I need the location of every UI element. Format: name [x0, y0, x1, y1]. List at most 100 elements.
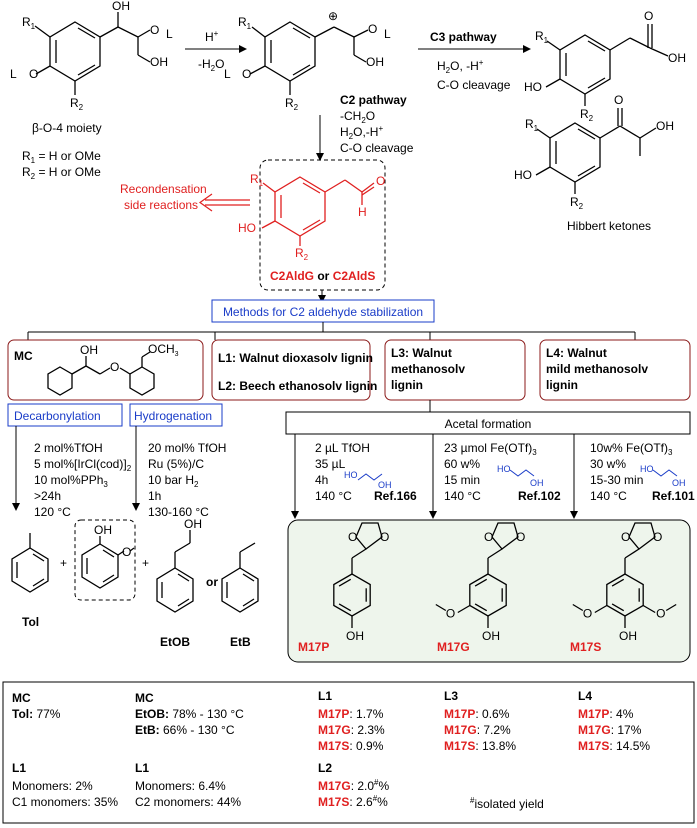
svg-text:L1: L1	[135, 761, 149, 775]
acetal-conditions-2: 23 µmol Fe(OTf)3 60 w% 15 min 140 °C Ref…	[444, 441, 561, 503]
condition-line: >24h	[34, 489, 61, 503]
condition-line: 20 mol% TfOH	[148, 441, 226, 455]
svg-text:EtB: 66% - 130 °C: EtB: 66% - 130 °C	[135, 723, 235, 737]
condition-line: 1h	[148, 489, 161, 503]
etob-label: EtOB	[160, 635, 190, 649]
condition-line: Ru (5%)/C	[148, 457, 204, 471]
svg-text:Monomers: 6.4%: Monomers: 6.4%	[135, 779, 226, 793]
l4-label-1: L4: Walnut	[546, 346, 607, 360]
ethylene-glycol-1	[357, 473, 383, 481]
svg-text:O: O	[583, 607, 592, 621]
svg-text:R2: R2	[285, 96, 299, 112]
hydrogenation-title: Hydrogenation	[134, 409, 212, 423]
o-label: O	[150, 23, 159, 37]
svg-text:OH: OH	[672, 478, 686, 488]
condition-line: 10 mol%PPh3	[34, 473, 108, 489]
hibbert-ketones-label: Hibbert ketones	[567, 219, 651, 233]
cation-symbol: ⊕	[328, 9, 338, 23]
svg-text:R1: R1	[535, 29, 549, 45]
svg-text:23 µmol Fe(OTf)3: 23 µmol Fe(OTf)3	[444, 441, 537, 457]
guaiacol-structure: OH O	[81, 523, 135, 589]
svg-text:R2: R2	[580, 107, 594, 123]
svg-text:HO: HO	[238, 221, 256, 235]
l-label-left: L	[10, 67, 17, 81]
r1-label: R1	[22, 15, 36, 31]
svg-text:OH: OH	[366, 55, 384, 69]
c3-pathway-title: C3 pathway	[430, 30, 497, 44]
results-mc-etob: MC EtOB: 78% - 130 °C EtB: 66% - 130 °C	[135, 691, 244, 737]
c2-pathway-title: C2 pathway	[340, 93, 407, 107]
m17g-label: M17G	[437, 640, 470, 654]
svg-text:O: O	[110, 360, 119, 374]
svg-text:OH: OH	[482, 629, 500, 643]
svg-text:L3: L3	[444, 689, 458, 703]
result-row: M17P: 4%	[578, 707, 634, 721]
mc-label: MC	[14, 349, 33, 363]
svg-text:HO: HO	[524, 80, 542, 94]
l4-label-3: lignin	[546, 378, 578, 392]
decarbonylation-box	[7, 403, 123, 427]
svg-text:MC: MC	[135, 691, 154, 705]
oh-label: OH	[112, 0, 130, 13]
c3-cleavage: C-O cleavage	[437, 78, 511, 92]
svg-text:O: O	[348, 530, 357, 544]
svg-text:HO: HO	[344, 470, 358, 480]
svg-text:140 °C: 140 °C	[315, 489, 352, 503]
svg-text:O: O	[516, 530, 525, 544]
svg-text:OH: OH	[346, 629, 364, 643]
results-box	[2, 681, 695, 824]
svg-text:OH: OH	[94, 523, 112, 537]
result-row: M17S: 13.8%	[444, 739, 516, 753]
svg-text:140 °C: 140 °C	[444, 489, 481, 503]
result-row: M17S: 2.6#%	[318, 794, 388, 809]
result-row: M17S: 0.9%	[318, 739, 384, 753]
recondensation-label-1: Recondensation	[120, 182, 207, 196]
svg-text:OCH3: OCH3	[148, 342, 179, 358]
decarbonylation-title: Decarbonylation	[14, 409, 101, 423]
l4-box	[539, 339, 691, 401]
svg-text:O: O	[653, 530, 662, 544]
l1-label: L1: Walnut dioxasolv lignin	[218, 351, 373, 365]
plus-sign-1: +	[60, 556, 67, 570]
result-row: M17S: 14.5%	[578, 739, 650, 753]
acetal-products-box	[287, 519, 691, 663]
acetal-formation-box	[285, 411, 691, 435]
results-l1-acetal: L1 M17P: 1.7%M17G: 2.3%M17S: 0.9%	[318, 689, 385, 753]
l3-label-3: lignin	[391, 378, 423, 392]
guaiacol-box	[74, 519, 136, 601]
svg-text:C2 monomers: 44%: C2 monomers: 44%	[135, 795, 241, 809]
results-l4-acetal: L4 M17P: 4%M17G: 17%M17S: 14.5%	[578, 689, 650, 753]
l3-box	[384, 339, 526, 401]
svg-text:O: O	[380, 530, 389, 544]
svg-text:R2: R2	[295, 246, 309, 262]
ethylene-glycol-2	[509, 469, 535, 477]
c2-line-2: H2O,-H+	[340, 124, 383, 141]
svg-text:60 w%: 60 w%	[444, 457, 480, 471]
ref-102: Ref.102	[518, 489, 561, 503]
recondensation-arrow	[198, 193, 250, 212]
hibbert-ketone-2: R1 O OH HO R2	[514, 93, 674, 211]
phenylethanol-structure: OH	[156, 517, 202, 613]
hydrogenation-box	[129, 403, 223, 427]
m17p-label: M17P	[298, 640, 329, 654]
svg-text:L1: L1	[318, 689, 332, 703]
svg-text:C1 monomers: 35%: C1 monomers: 35%	[12, 795, 118, 809]
results-l1-decarb: L1 Monomers: 2% C1 monomers: 35%	[12, 761, 118, 809]
results-l1-hydro: L1 Monomers: 6.4% C2 monomers: 44%	[135, 761, 241, 809]
svg-text:35 µL: 35 µL	[315, 457, 346, 471]
l4-label-2: mild methanosolv	[546, 362, 648, 376]
condition-line: 10 bar H2	[148, 473, 199, 489]
svg-text:O: O	[122, 545, 131, 559]
svg-text:OH: OH	[80, 343, 98, 357]
result-row: M17G: 17%	[578, 723, 642, 737]
r2-definition: R2 = H or OMe	[22, 165, 101, 181]
result-row: M17G: 2.0#%	[318, 778, 390, 793]
or-label: or	[206, 575, 218, 589]
hibbert-ketone-1: R1 O OH HO R2	[524, 9, 686, 123]
isolated-yield-note: #isolated yield	[470, 796, 544, 811]
svg-text:OH: OH	[668, 51, 686, 65]
